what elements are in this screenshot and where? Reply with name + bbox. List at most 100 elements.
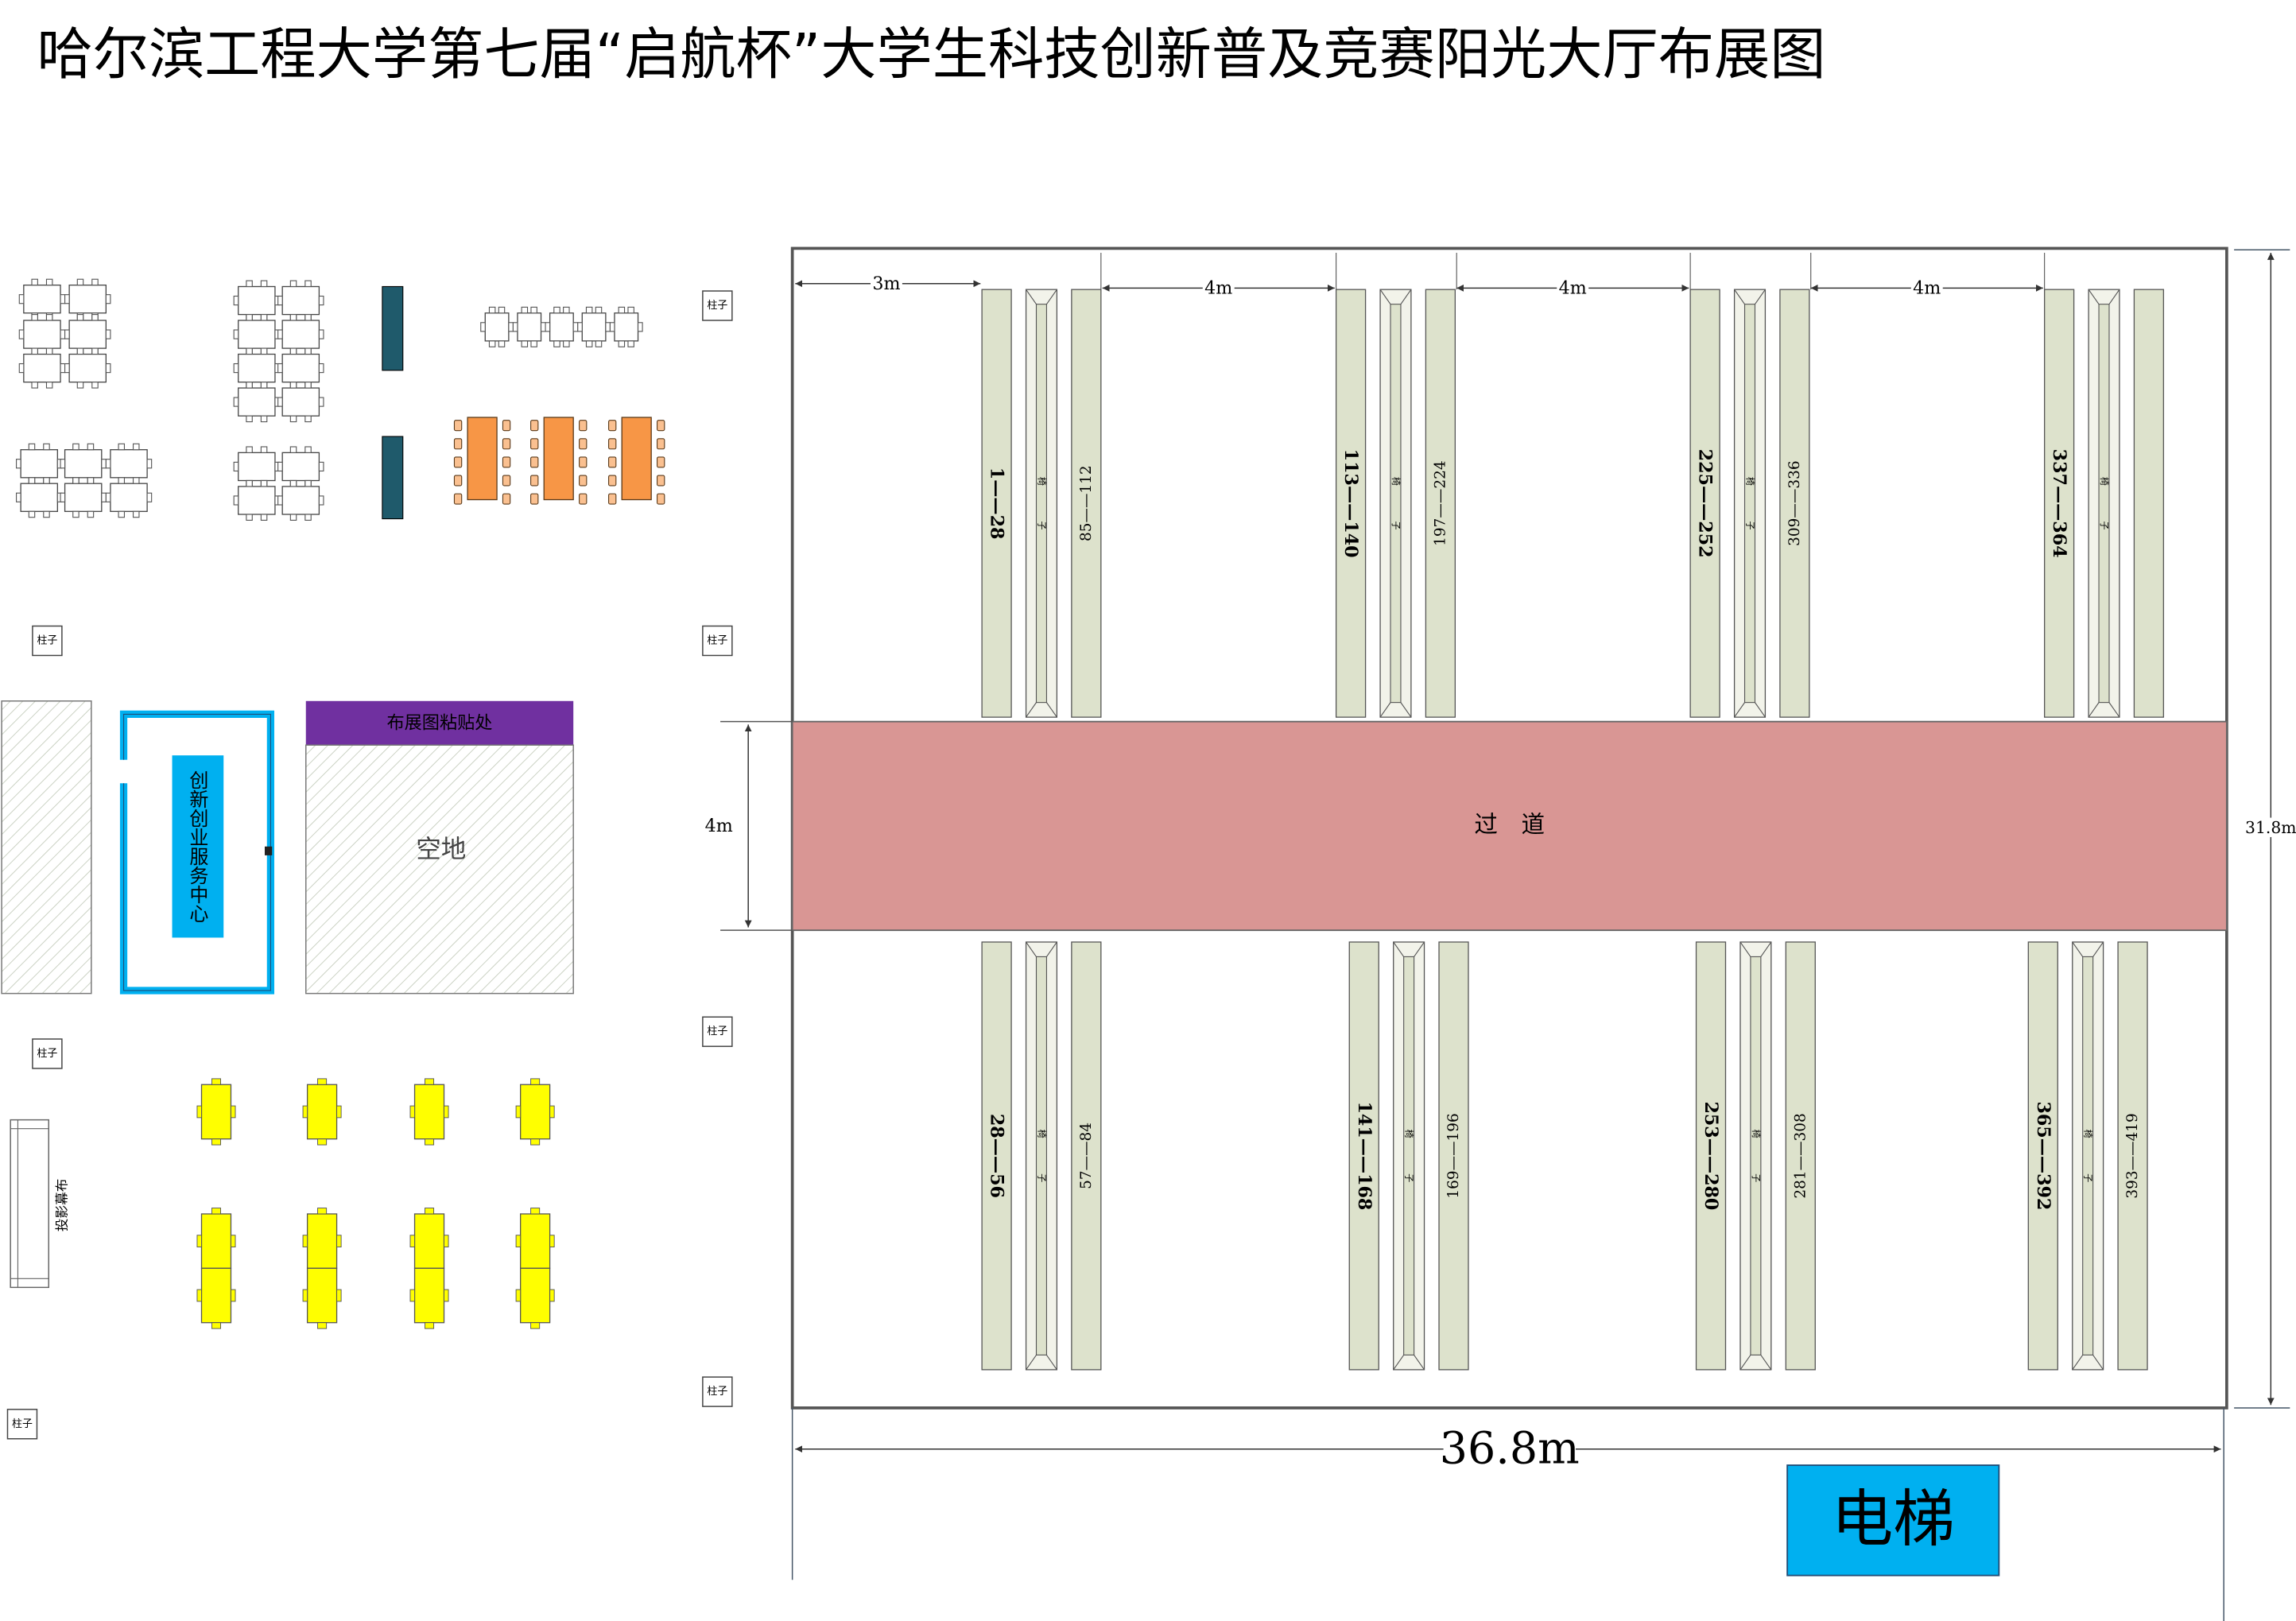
chair [60,294,66,304]
chair [318,397,324,407]
table-with-chairs [512,306,546,347]
chair [605,322,611,332]
dimension-label-bg [2256,817,2286,837]
chair-row-inner [1743,304,1756,704]
table-with-chairs [16,443,63,484]
chair [609,322,615,332]
yellow-table [302,1267,342,1329]
poster-area [305,700,574,746]
chair [585,340,593,347]
chair [515,1289,522,1302]
table-with-chairs [277,479,324,521]
chair [577,322,583,332]
elevator-label: 电梯 [1832,1483,1955,1555]
chair [76,347,84,355]
chair-row-inner [2098,304,2110,704]
chair [627,306,634,314]
booth-number-range: 113——140 [1340,449,1361,558]
dimension-label: 3m [872,273,900,294]
chair-label: 椅 [1404,1130,1415,1138]
chair [260,479,268,487]
display-board [382,436,404,520]
chair [304,514,312,521]
chair [317,1322,328,1329]
chair [16,492,21,502]
chair [530,340,537,347]
chair [545,322,551,332]
chair [76,314,84,321]
chair [277,363,283,374]
table [20,483,58,512]
chair-row-edges [2072,941,2104,1371]
table-with-chairs [60,477,107,518]
dimension-label-bg [1202,277,1235,299]
chair [233,461,239,472]
table-with-chairs [16,477,63,518]
chair [60,492,66,502]
chair [72,443,80,451]
chair [336,1289,342,1302]
chair [105,492,111,502]
table [64,449,103,479]
table-with-chairs [105,443,153,484]
table [413,1084,445,1140]
chair [28,477,36,484]
chair [16,459,21,469]
table [20,449,58,479]
chair [31,314,38,321]
chair-label: 椅 [2099,477,2110,486]
hatched-area [1,700,92,995]
chair [289,347,297,355]
chair [260,382,268,389]
chair [585,306,593,314]
chair [502,438,511,450]
chair [233,363,239,374]
table [238,486,276,515]
chair [579,493,588,505]
chair-label: 椅 [1036,1130,1047,1138]
chair [105,329,111,339]
table [23,284,61,314]
chair [657,456,665,468]
booth-strip-right [1779,289,1810,718]
chair [579,438,588,450]
chair [563,340,570,347]
corridor [791,720,2228,932]
chair [425,1078,435,1085]
table [200,1084,232,1140]
chair-row-edges [1739,941,1772,1371]
chair [409,1235,416,1247]
chair-row: 椅子 [1393,941,1425,1371]
table [238,285,276,316]
chair [231,1105,236,1119]
chair [530,456,539,468]
chair [627,340,634,347]
chair [246,280,253,288]
dimension-label-bg [1557,277,1589,299]
table-with-chairs [545,306,579,347]
chair [521,340,529,347]
chair [211,1208,221,1215]
chair-label: 子 [2099,521,2109,529]
chair [260,415,268,423]
table [68,353,107,383]
booth-strip-left [1348,941,1379,1371]
chair [608,493,617,505]
chair [196,1289,202,1302]
table-with-chairs [64,347,111,389]
chair-row-inner [2082,956,2094,1355]
chair [409,1105,416,1119]
table [23,320,61,349]
empty-area [305,744,574,995]
chair [508,322,514,332]
chair [608,420,617,432]
chair [488,306,496,314]
table-with-chairs [18,278,66,320]
table-with-chairs [233,314,281,355]
table [520,1084,551,1140]
chair-row-edges [1379,289,1412,718]
chair [304,347,312,355]
booth-number-range: 393——419 [2124,1113,2141,1198]
chair [304,280,312,288]
table-with-chairs [64,314,111,355]
